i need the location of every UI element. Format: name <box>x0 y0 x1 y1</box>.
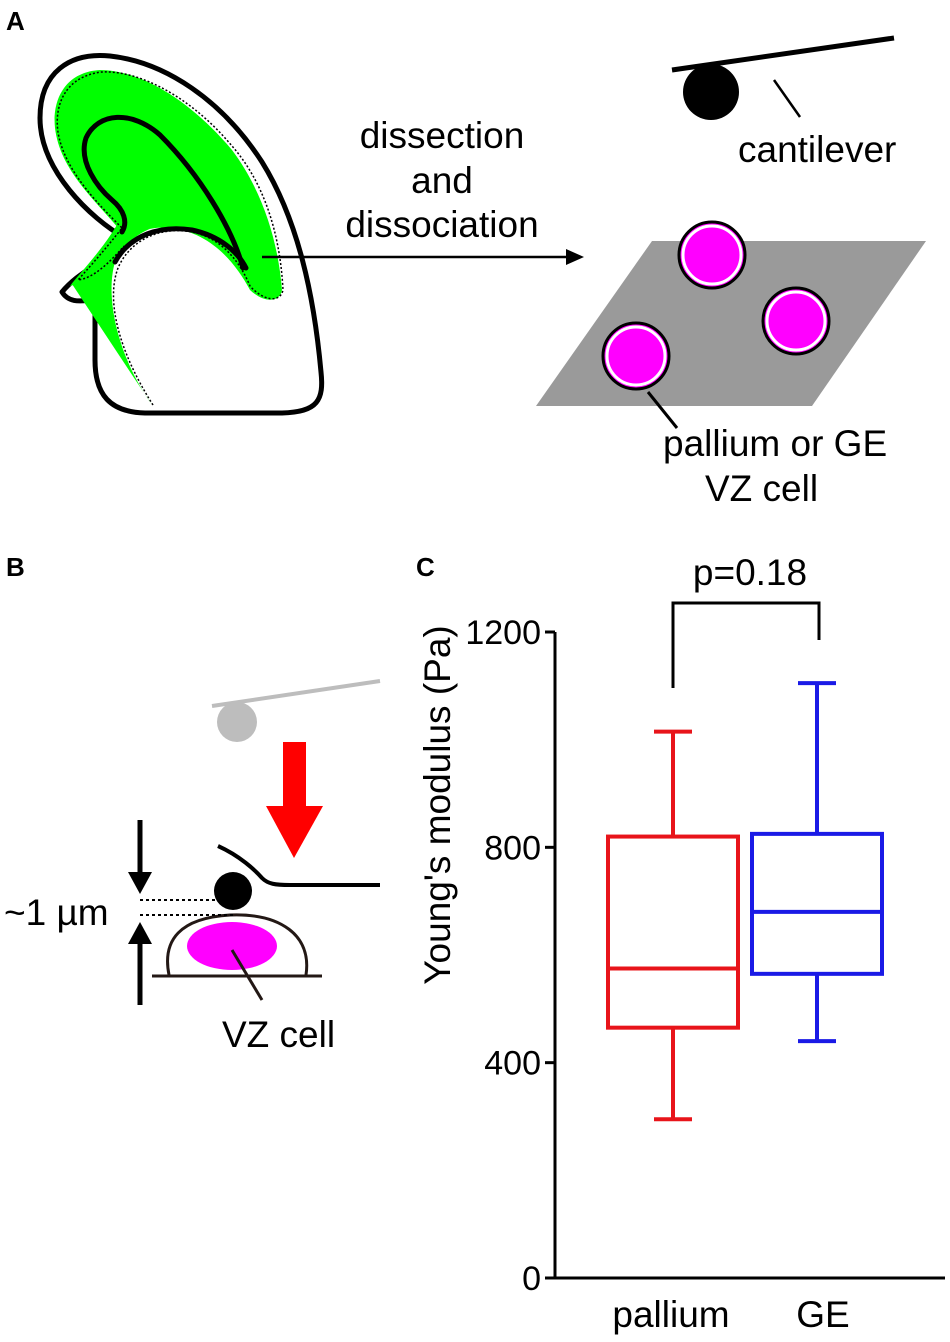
distance-label: ~1 µm <box>4 892 109 933</box>
y-axis-label: Young's modulus (Pa) <box>417 625 458 984</box>
ventricular-zone-band <box>54 70 282 405</box>
brain-section-illustration <box>37 53 325 416</box>
ventricular-zone-inner <box>56 71 284 406</box>
box-pallium-iqr <box>606 834 740 1030</box>
y-tick-label-1200: 1200 <box>465 614 541 652</box>
ventricle-lower-outline <box>112 226 249 271</box>
x-category-label-pallium: pallium <box>612 1294 729 1335</box>
ventricle-outline <box>81 114 246 271</box>
arrow-text-line-1: dissection <box>360 115 525 156</box>
dissection-arrow <box>262 249 584 265</box>
y-tick-label-800: 800 <box>484 829 541 867</box>
cantilever-label: cantilever <box>738 129 896 170</box>
vz-cell-top <box>677 220 747 290</box>
y-tick-label-400: 400 <box>484 1045 541 1083</box>
indentation-arrow <box>266 742 323 858</box>
arrow-text-line-3: dissociation <box>345 204 538 245</box>
cell-label-line-1: pallium or GE <box>663 423 887 464</box>
arrow-text-line-2: and <box>411 160 473 201</box>
panel-b-label: B <box>6 552 25 582</box>
panel-a-label: A <box>6 6 25 36</box>
probe-contact-illustration <box>214 844 380 910</box>
distance-indicator <box>128 820 236 1005</box>
significance-bracket <box>671 601 821 688</box>
x-category-label-ge: GE <box>796 1294 849 1335</box>
panel-c-label: C <box>416 552 435 582</box>
cell-pointer-line <box>646 391 679 429</box>
vz-cell-left <box>601 321 671 391</box>
cantilever-illustration <box>671 35 895 120</box>
box-ge-iqr <box>750 831 884 976</box>
y-tick-label-0: 0 <box>522 1260 541 1298</box>
vz-cell-illustration <box>152 913 322 1001</box>
vz-cell-label: VZ cell <box>222 1014 335 1055</box>
vz-cell-right <box>761 286 831 356</box>
dissociated-cells <box>601 220 831 391</box>
probe-before-illustration <box>211 679 381 742</box>
p-value-label: p=0.18 <box>693 552 807 593</box>
cell-label-line-2: VZ cell <box>705 468 818 509</box>
